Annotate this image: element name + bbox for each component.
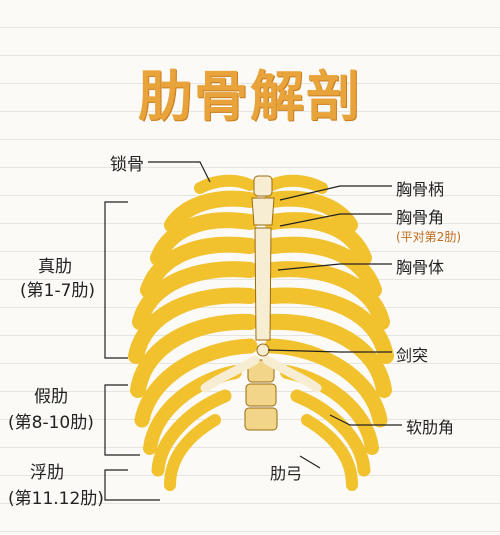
label-false-ribs-range: (第8-10肋) [8,413,94,433]
label-floating-ribs-range: (第11.12肋) [8,489,104,509]
label-manubrium: 胸骨柄 [396,180,445,199]
label-true-ribs: 真肋 [38,257,72,277]
spine [244,359,278,431]
label-sternal-angle-note: (平对第2肋) [396,230,461,244]
costal-cartilage [200,355,322,393]
clavicles [194,174,328,194]
ribs-right [264,190,394,491]
label-false-ribs: 假肋 [34,387,68,407]
label-sternum-body: 胸骨体 [396,258,445,277]
ribs-left [128,190,258,491]
label-costal-arch: 肋弓 [270,464,303,483]
label-clavicle: 锁骨 [110,155,144,175]
label-costal-cartilage: 软肋角 [406,418,455,437]
page-title: 肋骨解剖 [138,65,362,128]
label-sternal-angle: 胸骨角 [396,208,445,227]
leader-lines [104,161,402,501]
sternum [251,175,275,357]
label-xiphoid: 剑突 [396,346,429,365]
label-true-ribs-range: (第1-7肋) [20,281,96,301]
label-floating-ribs: 浮肋 [30,463,64,483]
